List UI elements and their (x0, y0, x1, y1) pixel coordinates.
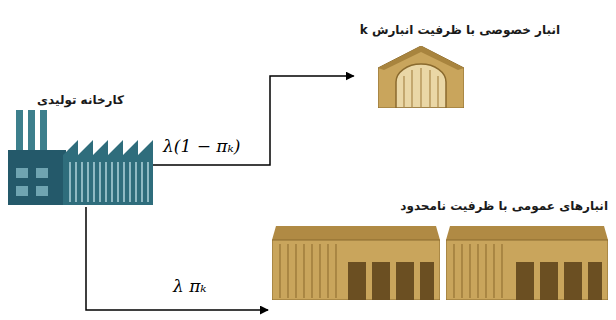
factory-icon (8, 110, 153, 205)
flow-arrow (153, 76, 354, 165)
factory-node: کارخانه تولیدی (8, 92, 153, 207)
node-label: انبار خصوصی با ظرفیت انبارش k (354, 22, 564, 38)
flow-arrow (86, 207, 268, 310)
flow-rate-label: λ πₖ (170, 276, 210, 296)
public-warehouse-icon (446, 226, 608, 300)
public-warehouse-icon (272, 226, 440, 300)
public-warehouses-node: انبارهای عمومی با ظرفیت نامحدود (268, 198, 612, 318)
flow-rate-label: λ(1 − πₖ) (160, 136, 243, 156)
private-warehouse-icon (378, 46, 464, 108)
node-label: انبارهای عمومی با ظرفیت نامحدود (268, 198, 612, 214)
node-label: کارخانه تولیدی (8, 92, 153, 108)
private-warehouse-node: انبار خصوصی با ظرفیت انبارش k (354, 22, 564, 110)
